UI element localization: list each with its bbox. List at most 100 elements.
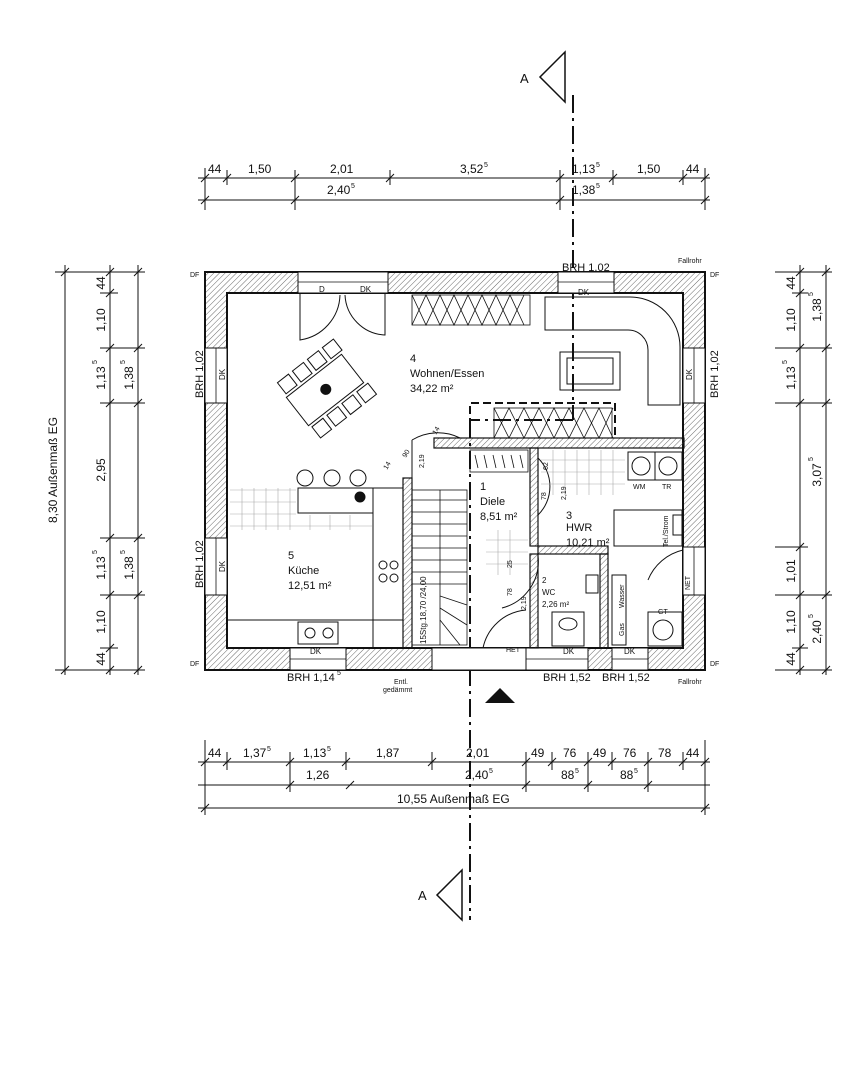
dim-bottom-row2-3-sup: 5 bbox=[575, 768, 579, 775]
label-dk-top-right: DK bbox=[578, 288, 590, 297]
dim-bottom-row2-2-sup: 5 bbox=[489, 768, 493, 775]
label-brh-right: BRH 1,02 bbox=[709, 350, 721, 398]
dim-bottom-8: 49 bbox=[593, 746, 607, 760]
section-marker-top-icon bbox=[538, 50, 566, 104]
dim-right-row2-2: 3,07 bbox=[810, 463, 824, 487]
dim-right-row2-3-sup: 5 bbox=[808, 614, 815, 618]
label-het: HET bbox=[506, 647, 521, 654]
dimension-labels-bottom: 44 1,37 5 1,13 5 1,87 2,01 49 76 49 76 7… bbox=[208, 746, 700, 806]
label-dk-left-1: DK bbox=[218, 368, 227, 380]
dim-right-4: 1,01 bbox=[784, 559, 798, 583]
label-gas: Gas bbox=[619, 623, 626, 636]
dim-right-row2-2-sup: 5 bbox=[808, 457, 815, 461]
label-fallrohr-bottom: Fallrohr bbox=[678, 679, 702, 686]
label-stair-219: 2,19 bbox=[419, 454, 426, 468]
exterior-walls bbox=[204, 271, 706, 671]
dim-bottom-4: 1,87 bbox=[376, 746, 400, 760]
dim-top-3: 2,01 bbox=[330, 162, 354, 176]
dim-top-5-sup: 5 bbox=[596, 162, 600, 169]
dimensions-left bbox=[55, 265, 145, 675]
label-dim-25: 25 bbox=[507, 560, 514, 568]
label-stair-90: 90 bbox=[402, 449, 412, 459]
label-entl: Entl. bbox=[394, 679, 408, 686]
dim-left-row2-2-sup: 5 bbox=[120, 550, 127, 554]
dim-top-4: 3,52 bbox=[460, 162, 484, 176]
dim-left-6: 1,10 bbox=[94, 610, 108, 634]
label-stair-14b: 14 bbox=[432, 426, 442, 436]
dim-top-row2-2-sup: 5 bbox=[596, 183, 600, 190]
dim-bottom-5: 2,01 bbox=[466, 746, 490, 760]
dim-bottom-3-sup: 5 bbox=[327, 746, 331, 753]
wardrobe-diele bbox=[469, 449, 529, 473]
room-wohnen-area: 34,22 m² bbox=[410, 383, 454, 395]
room-wohnen-num: 4 bbox=[410, 353, 416, 365]
dim-bottom-1: 44 bbox=[208, 746, 222, 760]
dim-top-1: 44 bbox=[208, 162, 222, 176]
dimension-labels-left: 8,30 Außenmaß EG 44 1,10 1,13 5 2,95 1,1… bbox=[46, 276, 136, 666]
room-wc-area: 2,26 m² bbox=[542, 600, 569, 609]
room-wohnen-name: Wohnen/Essen bbox=[410, 368, 484, 380]
dim-right-row2-3: 2,40 bbox=[810, 620, 824, 644]
dim-top-7: 44 bbox=[686, 162, 700, 176]
dim-left-3: 1,13 bbox=[94, 366, 108, 390]
section-marker-bottom-icon bbox=[435, 868, 463, 922]
diele-wall-dashed bbox=[469, 402, 616, 438]
label-door-dk-top: DK bbox=[360, 285, 372, 294]
dim-right-2: 1,10 bbox=[784, 308, 798, 332]
dim-left-7: 44 bbox=[94, 652, 108, 666]
dim-left-row2-1: 1,38 bbox=[122, 366, 136, 390]
dim-left-4: 2,95 bbox=[94, 458, 108, 482]
room-kueche-name: Küche bbox=[288, 565, 319, 577]
room-wc-name: WC bbox=[542, 588, 556, 597]
dim-right-1: 44 bbox=[784, 276, 798, 290]
label-tr: TR bbox=[662, 484, 671, 491]
dim-bottom-2: 1,37 bbox=[243, 746, 267, 760]
kitchen-units bbox=[226, 469, 404, 649]
dim-bottom-9: 76 bbox=[623, 746, 637, 760]
dim-left-row2-2: 1,38 bbox=[122, 556, 136, 580]
label-dim-78-hwr: 78 bbox=[541, 492, 548, 500]
dim-bottom-3: 1,13 bbox=[303, 746, 327, 760]
label-brh-bottom-1-sup: 5 bbox=[337, 670, 341, 677]
dim-bottom-11: 44 bbox=[686, 746, 700, 760]
label-dim-219-wc: 2,19 bbox=[521, 596, 528, 610]
label-brh-bottom-2: BRH 1,52 bbox=[543, 672, 591, 684]
dim-left-5-sup: 5 bbox=[92, 550, 99, 554]
plan-annotations: DF DF DF DF Fallrohr Fallrohr D DK DK DK… bbox=[190, 258, 721, 694]
dimensions-right bbox=[775, 265, 832, 675]
dimension-labels-right: 44 1,10 1,13 5 1,01 1,10 44 1,38 5 3,07 … bbox=[782, 276, 824, 666]
dim-left-total: 8,30 Außenmaß EG bbox=[46, 417, 60, 523]
dim-right-3: 1,13 bbox=[784, 366, 798, 390]
label-net: NET bbox=[685, 575, 692, 590]
dim-bottom-7: 76 bbox=[563, 746, 577, 760]
sofa-icon bbox=[544, 296, 681, 406]
hwr-floor-tiles bbox=[486, 450, 625, 575]
dim-bottom-10: 78 bbox=[658, 746, 672, 760]
label-brh-top: BRH 1,02 bbox=[562, 262, 610, 274]
label-df-bl: DF bbox=[190, 661, 199, 668]
dim-left-5: 1,13 bbox=[94, 556, 108, 580]
dimensions-bottom bbox=[198, 740, 710, 815]
dim-right-6: 44 bbox=[784, 652, 798, 666]
label-brh-left-1: BRH 1,02 bbox=[194, 350, 206, 398]
label-dim-62: 62 bbox=[543, 462, 550, 470]
dim-left-2: 1,10 bbox=[94, 308, 108, 332]
label-fallrohr-top: Fallrohr bbox=[678, 258, 702, 265]
dim-bottom-row2-4-sup: 5 bbox=[634, 768, 638, 775]
label-dk-right: DK bbox=[685, 368, 694, 380]
dim-bottom-row2-2: 2,40 bbox=[465, 768, 489, 782]
label-brh-left-2: BRH 1,02 bbox=[194, 540, 206, 588]
staircase bbox=[411, 489, 468, 646]
dimensions-top bbox=[198, 168, 710, 210]
dim-right-3-sup: 5 bbox=[782, 360, 789, 364]
dim-bottom-row2-4: 88 bbox=[620, 768, 634, 782]
label-wm: WM bbox=[633, 484, 646, 491]
label-dim-78-wc: 78 bbox=[507, 588, 514, 596]
room-kueche-num: 5 bbox=[288, 550, 294, 562]
hwr-appliances bbox=[613, 451, 683, 647]
dimension-labels-top: 44 1,50 2,01 3,52 5 1,13 5 1,50 44 2,40 … bbox=[208, 162, 700, 197]
room-wc-num: 2 bbox=[542, 576, 547, 585]
kitchen-floor-tiles bbox=[230, 488, 372, 530]
label-stairs: 15Stg.18,70 /24,00 bbox=[419, 576, 428, 644]
